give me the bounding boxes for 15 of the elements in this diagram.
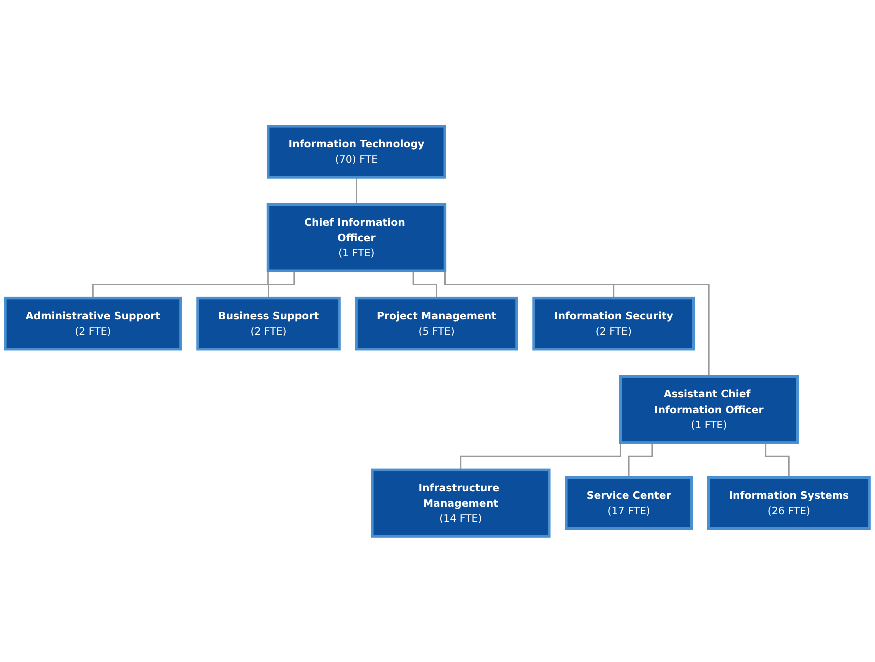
node-box: Information Systems (26 FTE)	[707, 476, 871, 530]
connector	[268, 270, 296, 298]
connector	[628, 442, 654, 478]
node-box: Information Security (2 FTE)	[532, 296, 696, 350]
connector	[765, 442, 790, 478]
node-box: Service Center (17 FTE)	[565, 476, 694, 530]
node-box: Project Management (5 FTE)	[355, 296, 518, 350]
node-box: Administrative Support (2 FTE)	[4, 296, 182, 350]
connector	[356, 177, 358, 205]
node-box: Business Support (2 FTE)	[196, 296, 341, 350]
connector	[412, 270, 438, 298]
node-box: Information Technology (70) FTE	[267, 124, 446, 178]
node-box: Chief Information Officer (1 FTE)	[266, 202, 447, 272]
node-box: Infrastructure Management (14 FTE)	[371, 468, 551, 538]
node-box: Assistant Chief Information Officer (1 FTE)	[619, 374, 799, 444]
